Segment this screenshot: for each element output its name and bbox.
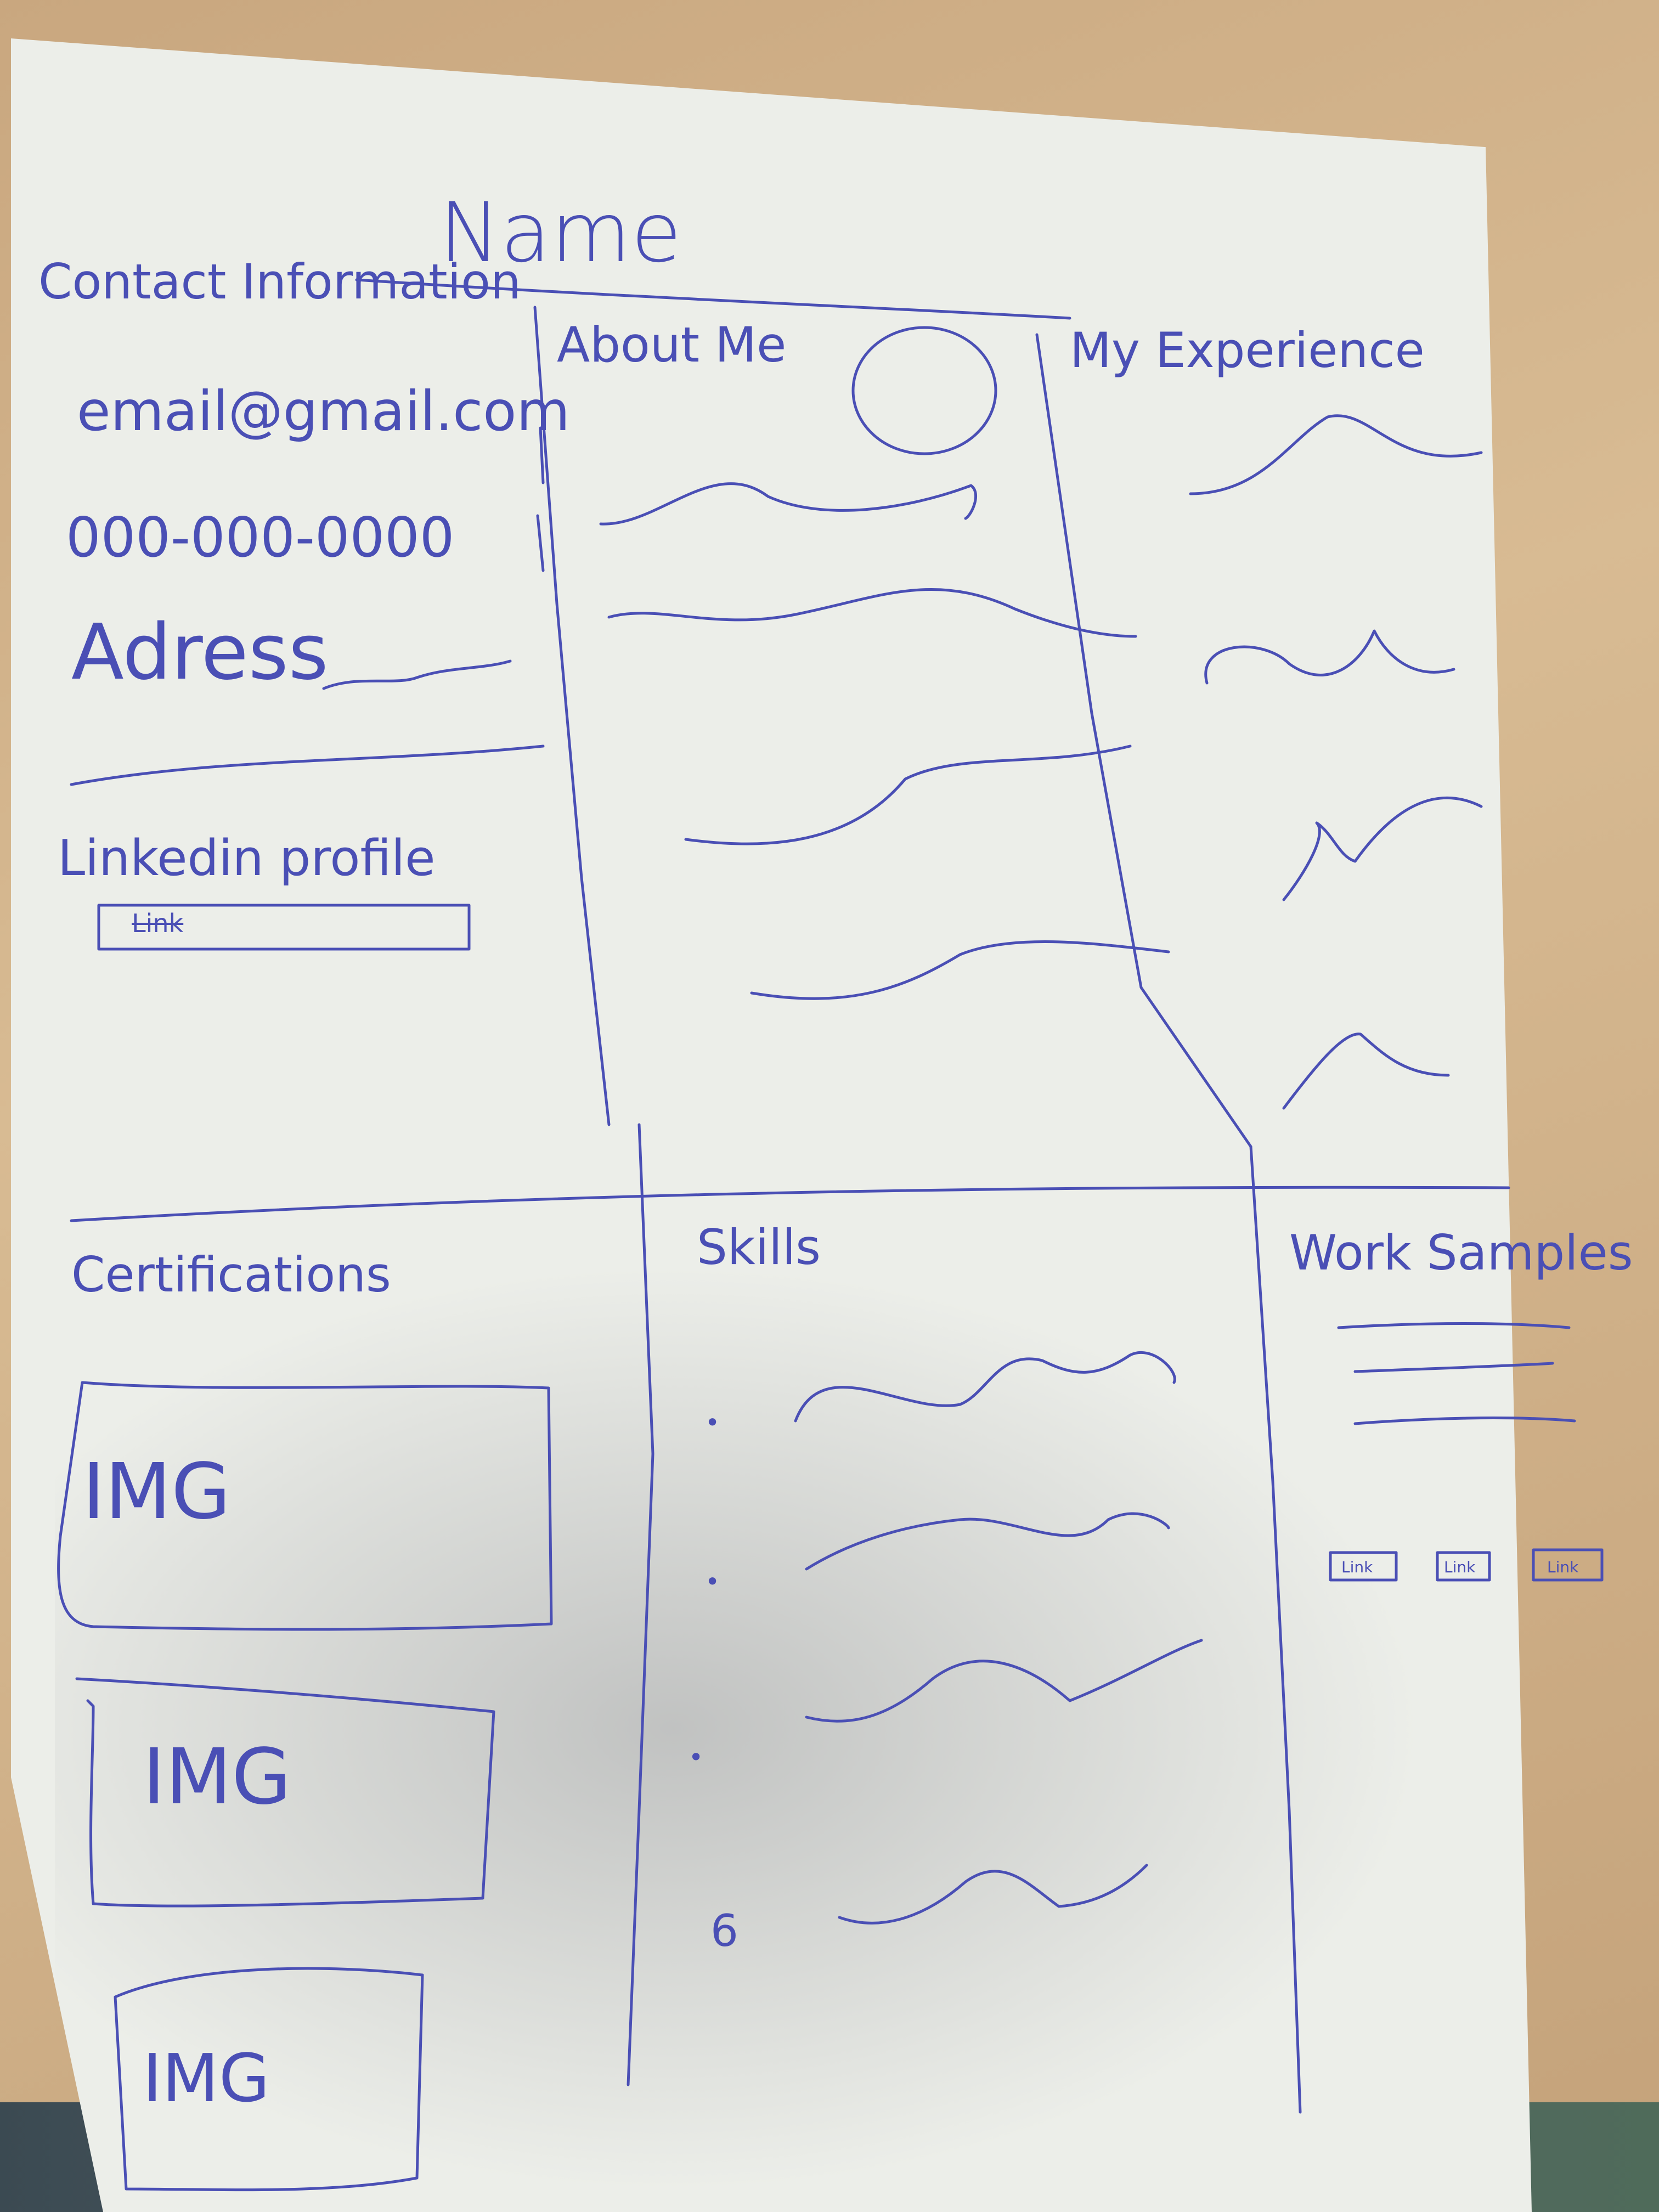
address-label: Adress (71, 608, 329, 697)
cert-box-3 (114, 1967, 424, 2192)
phone-box-edge (536, 514, 545, 572)
work-sample-line-2 (1353, 1362, 1554, 1373)
cert-image-1: IMG (82, 1447, 231, 1537)
work-sample-line-3 (1353, 1417, 1576, 1425)
skill-line-2 (805, 1512, 1170, 1571)
sketch-paper (11, 38, 1532, 2212)
cert-box-1 (57, 1381, 553, 1631)
work-link-box-2 (1436, 1551, 1491, 1582)
hand-shadow (55, 1262, 1426, 2194)
linkedin-link-box (97, 904, 471, 951)
skill-line-3 (805, 1639, 1203, 1723)
work-samples-heading: Work Samples (1289, 1224, 1633, 1281)
contact-heading: Contact Information (38, 253, 521, 310)
divider-right-top (1035, 333, 1252, 1148)
skills-heading: Skills (697, 1219, 821, 1276)
name-underline (355, 278, 1071, 320)
divider-right-bottom (1249, 1145, 1302, 2114)
about-line-3 (684, 744, 1132, 845)
divider-left-top (533, 306, 611, 1126)
skill-bullet-1: • (705, 1408, 720, 1437)
linkedin-link[interactable]: Link (132, 909, 184, 938)
cert-image-2: IMG (143, 1733, 291, 1822)
certifications-heading: Certifications (71, 1246, 391, 1303)
skill-line-1 (794, 1351, 1176, 1423)
work-sample-line-1 (1337, 1322, 1571, 1329)
cert-box-2 (75, 1677, 495, 1908)
work-link-3[interactable]: Link (1547, 1558, 1579, 1576)
experience-line-2 (1204, 629, 1455, 685)
experience-line-4 (1282, 1032, 1450, 1110)
phone-text: 000-000-0000 (66, 505, 455, 569)
about-line-4 (750, 940, 1170, 1000)
skill-line-4 (838, 1864, 1148, 1925)
divider-left-bottom (627, 1123, 654, 2086)
about-line-1 (599, 482, 978, 526)
cert-image-3: IMG (143, 2041, 270, 2117)
page-title: Name (439, 185, 682, 281)
about-heading: About Me (557, 317, 787, 373)
work-link-2[interactable]: Link (1444, 1558, 1476, 1576)
skill-bullet-2: • (705, 1567, 720, 1596)
experience-line-1 (1189, 414, 1483, 495)
email-box-edge (539, 426, 545, 484)
skill-bullet-3: • (689, 1742, 704, 1772)
profile-photo-circle (851, 326, 997, 455)
experience-line-3 (1282, 796, 1483, 901)
work-link-box-3 (1532, 1548, 1604, 1582)
about-line-2 (607, 588, 1137, 638)
email-text[interactable]: email@gmail.com (77, 379, 570, 443)
address-line-2 (70, 744, 545, 786)
divider-horizontal (70, 1186, 1510, 1222)
skill-bullet-4: 6 (710, 1905, 738, 1956)
experience-heading: My Experience (1070, 322, 1425, 379)
work-link-box-1 (1329, 1551, 1398, 1582)
work-link-1[interactable]: Link (1341, 1558, 1373, 1576)
address-squiggle (322, 659, 512, 690)
linkedin-label: Linkedin profile (58, 830, 436, 887)
